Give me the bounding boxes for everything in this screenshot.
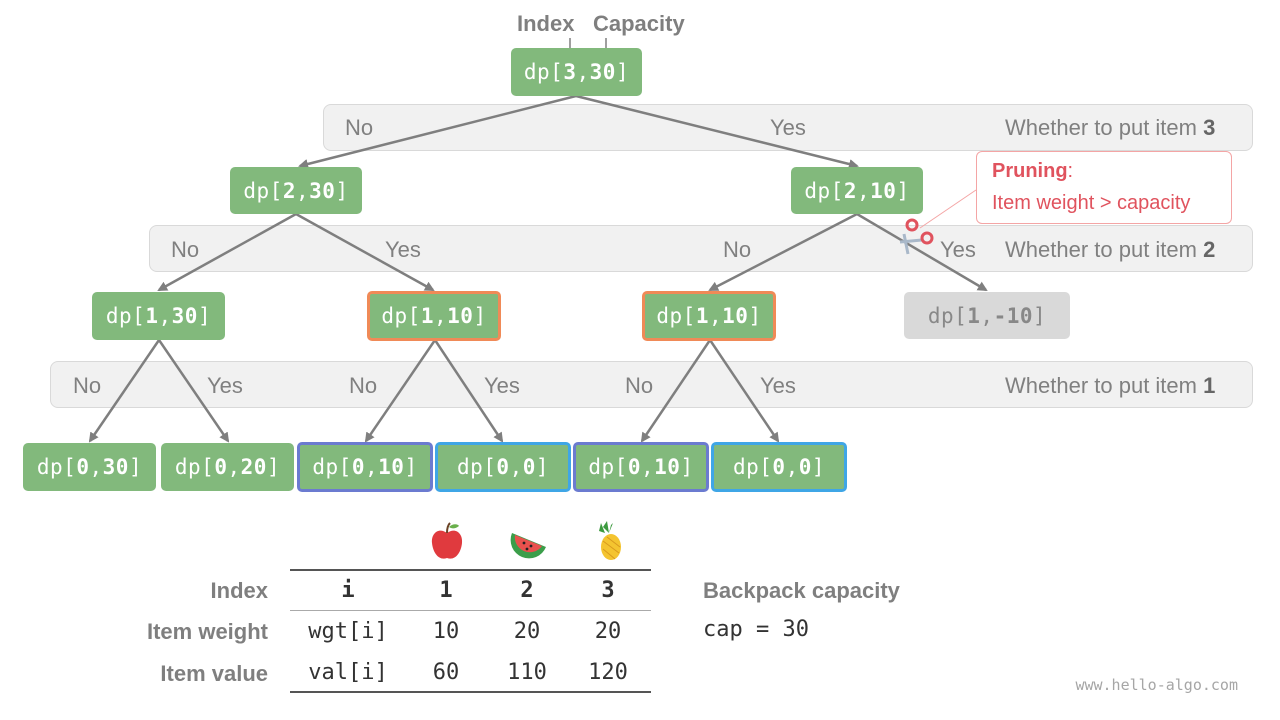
pruning-title: Pruning:	[992, 160, 1074, 182]
band-2-yes-label: Yes	[385, 237, 421, 262]
band-1-yes-label: Yes	[207, 373, 243, 398]
table-val-1: 60	[432, 660, 460, 685]
table-val-3: 120	[588, 660, 628, 685]
node-dp-0-0-2: dp[0,0]	[711, 442, 847, 492]
band-1-no-label-3: No	[625, 373, 654, 398]
band-1-no-label: No	[73, 373, 102, 398]
table-header-rule	[290, 610, 651, 611]
pruning-pointer-line	[919, 189, 977, 229]
band-2-question: Whether to put item 2	[1005, 237, 1216, 262]
scissors-icon	[899, 218, 934, 255]
band-1-question: Whether to put item 1	[1005, 373, 1216, 398]
table-row-label-weight: Item weight	[146, 619, 268, 644]
node-dp-2-30: dp[2,30]	[230, 167, 362, 214]
edge-l1b-l2d	[856, 212, 988, 292]
node-dp-1-10-duplicate: dp[1,10]	[367, 291, 501, 341]
node-dp-1-30: dp[1,30]	[92, 292, 225, 340]
table-top-rule	[290, 569, 651, 571]
edge-l2c-l3e	[640, 339, 712, 443]
node-dp-1-10-duplicate-2: dp[1,10]	[642, 291, 776, 341]
table-header-3: 3	[601, 578, 615, 603]
edge-l1a-l2a	[157, 212, 297, 292]
decision-band-item-1	[50, 361, 1253, 408]
band-2-no-label: No	[171, 237, 200, 262]
edge-root-l1a	[298, 94, 577, 169]
edge-root-l1b	[575, 94, 859, 169]
edge-l2a-l3a	[88, 339, 161, 443]
watermelon-icon	[510, 533, 546, 559]
pineapple-icon	[599, 521, 621, 560]
index-header-label: Index	[517, 11, 575, 36]
node-dp-0-10: dp[0,10]	[297, 442, 433, 492]
table-val-label: val[i]	[308, 660, 388, 685]
band-3-yes-label: Yes	[770, 115, 806, 140]
band-1-yes-label-3: Yes	[760, 373, 796, 398]
node-dp-0-30: dp[0,30]	[23, 443, 156, 491]
table-header-1: 1	[439, 578, 453, 603]
edge-l1a-l2b	[295, 212, 435, 292]
node-dp-2-10: dp[2,10]	[791, 167, 923, 214]
pruning-text: Item weight > capacity	[992, 192, 1191, 214]
band-1-no-label-2: No	[349, 373, 378, 398]
table-row-label-index: Index	[210, 578, 268, 603]
table-wgt-1: 10	[432, 619, 460, 644]
table-val-2: 110	[507, 660, 547, 685]
decision-band-item-2	[149, 225, 1253, 272]
node-dp-3-30: dp[3,30]	[511, 48, 642, 96]
table-wgt-3: 20	[594, 619, 622, 644]
band-3-no-label: No	[345, 115, 374, 140]
edge-l1b-l2c	[708, 212, 858, 292]
apple-icon	[431, 522, 463, 559]
band-2-yes-label-2: Yes	[940, 237, 976, 262]
decision-band-item-3	[323, 104, 1253, 151]
node-dp-0-20: dp[0,20]	[161, 443, 294, 491]
band-2-no-label-2: No	[723, 237, 752, 262]
edge-l2a-l3b	[157, 339, 230, 443]
table-row-label-value: Item value	[160, 661, 268, 686]
band-3-question: Whether to put item 3	[1005, 115, 1216, 140]
edge-l2c-l3f	[708, 339, 780, 443]
band-1-yes-label-2: Yes	[484, 373, 520, 398]
table-wgt-label: wgt[i]	[308, 619, 388, 644]
watermark: www.hello-algo.com	[1075, 676, 1238, 694]
table-bottom-rule	[290, 691, 651, 693]
edge-l2b-l3d	[433, 339, 504, 443]
pruning-callout: Pruning: Item weight > capacity	[976, 151, 1232, 224]
table-header-i: i	[341, 578, 355, 603]
edge-l2b-l3c	[364, 339, 437, 443]
backpack-capacity-title: Backpack capacity	[703, 578, 900, 603]
table-header-2: 2	[520, 578, 534, 603]
capacity-header-label: Capacity	[593, 11, 685, 36]
node-dp-0-10-2: dp[0,10]	[573, 442, 709, 492]
node-dp-0-0: dp[0,0]	[435, 442, 571, 492]
node-dp-1-minus-10-pruned: dp[1,-10]	[904, 292, 1070, 339]
table-wgt-2: 20	[513, 619, 541, 644]
backpack-capacity-expr: cap = 30	[703, 617, 809, 642]
